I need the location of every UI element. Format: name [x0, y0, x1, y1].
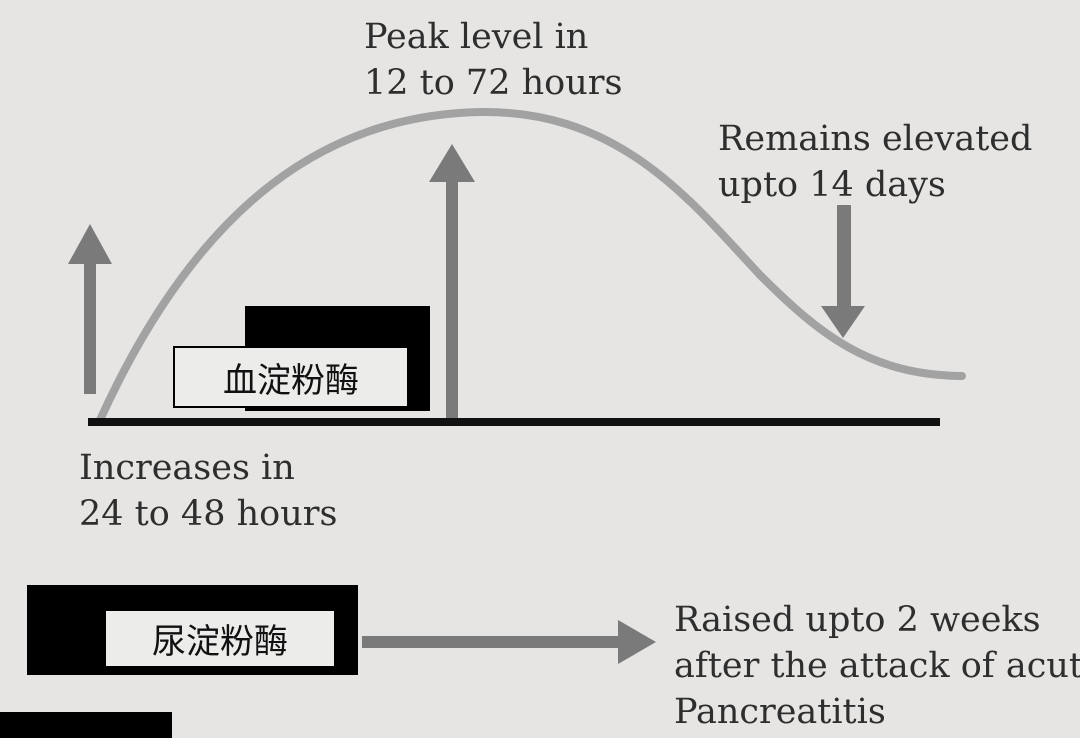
- raised-line-2: after the attack of acute: [674, 646, 1080, 686]
- amylase-level-curve: [96, 107, 966, 424]
- raised-line-1: Raised upto 2 weeks: [674, 600, 1041, 640]
- remains-line-1: Remains elevated: [718, 119, 1033, 159]
- increase-up-arrow-icon: [68, 224, 112, 394]
- peak-up-arrow-icon: [429, 144, 475, 418]
- redaction-block-bottom: [0, 712, 172, 738]
- raised-annotation: Raised upto 2 weeks after the attack of …: [674, 597, 1080, 735]
- urine-amylase-label: 尿淀粉酶: [104, 609, 336, 668]
- serum-amylase-label: 血淀粉酶: [173, 346, 409, 408]
- peak-line-2: 12 to 72 hours: [364, 63, 623, 103]
- increase-line-1: Increases in: [79, 448, 295, 488]
- peak-line-1: Peak level in: [364, 17, 589, 57]
- raised-right-arrow-icon: [362, 620, 656, 664]
- raised-line-3: Pancreatitis: [674, 692, 886, 732]
- increases-annotation: Increases in 24 to 48 hours: [79, 445, 337, 537]
- remains-elevated-annotation: Remains elevated upto 14 days: [718, 116, 1032, 208]
- remains-down-arrow-icon: [821, 205, 865, 338]
- remains-line-2: upto 14 days: [718, 165, 946, 205]
- increase-line-2: 24 to 48 hours: [79, 494, 338, 534]
- peak-level-annotation: Peak level in 12 to 72 hours: [364, 14, 622, 106]
